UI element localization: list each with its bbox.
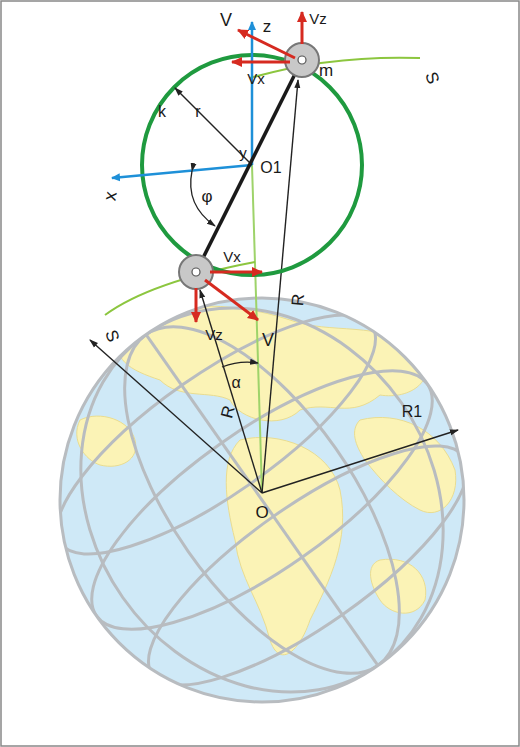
symbol-label: z	[263, 18, 272, 35]
symbol-label: V	[262, 331, 274, 349]
symbol-label: k	[158, 104, 166, 120]
symbol-label: R1	[402, 404, 422, 420]
symbol-label: R	[289, 293, 307, 307]
symbol-label: φ	[201, 188, 212, 205]
symbol-label: O1	[260, 160, 281, 176]
symbol-label: m	[319, 62, 333, 79]
symbol-label: O	[255, 504, 268, 521]
symbol-label: Vx	[247, 71, 265, 86]
symbol-label: y	[239, 145, 247, 160]
symbol-label: α	[231, 375, 240, 391]
symbol-label: Vx	[223, 249, 241, 264]
symbol-label: Vz	[309, 11, 327, 26]
symbol-label: x	[100, 190, 119, 202]
symbol-label: S	[422, 70, 442, 86]
symbol-label: S	[102, 328, 122, 344]
symbol-label: V	[220, 11, 232, 29]
symbol-label: r	[195, 104, 200, 120]
symbol-label: Vz	[205, 327, 223, 342]
mass	[179, 43, 319, 289]
